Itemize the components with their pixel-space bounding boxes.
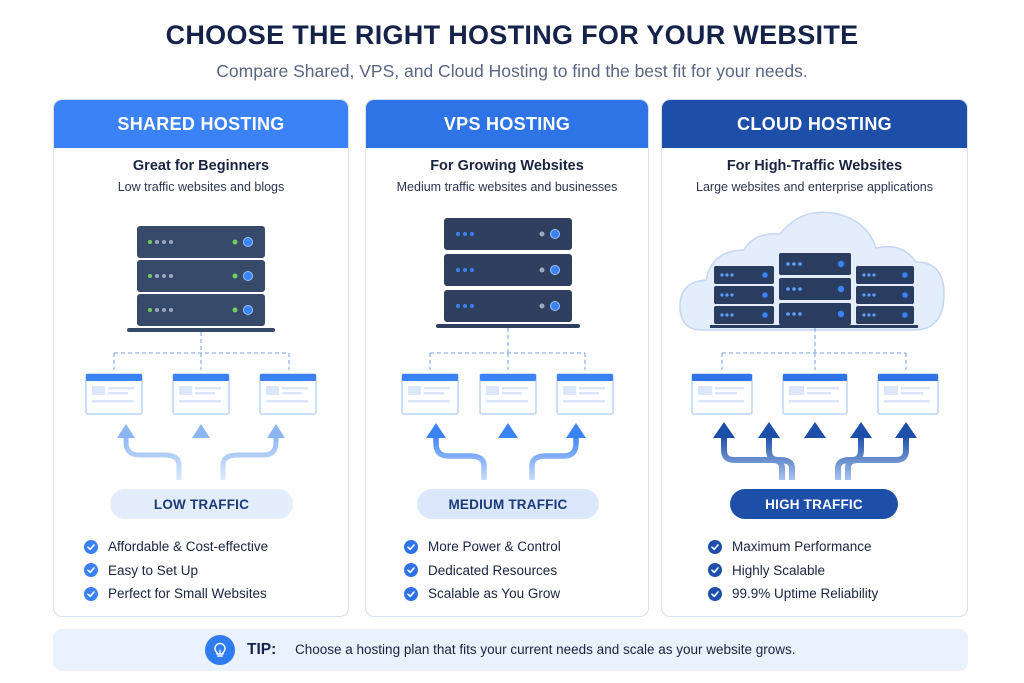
feature-label: More Power & Control bbox=[428, 539, 561, 555]
card-header: VPS HOSTING bbox=[366, 100, 648, 148]
traffic-arrows bbox=[433, 431, 579, 480]
shared-hosting-illustration bbox=[85, 226, 317, 480]
feature-item: Scalable as You Grow bbox=[404, 582, 561, 606]
feature-label: Highly Scalable bbox=[732, 562, 826, 578]
feature-item: Dedicated Resources bbox=[404, 559, 561, 583]
tip-text: Choose a hosting plan that fits your cur… bbox=[295, 642, 796, 657]
card-header: SHARED HOSTING bbox=[54, 100, 348, 148]
tip-label: TIP: bbox=[247, 641, 277, 658]
card-description: Low traffic websites and blogs bbox=[117, 180, 285, 194]
check-icon bbox=[708, 539, 722, 554]
server-rack-icon bbox=[127, 226, 275, 332]
feature-list: Maximum Performance Highly Scalable 99.9… bbox=[708, 535, 878, 606]
arrowhead-icon bbox=[713, 422, 917, 438]
browser-window-icon bbox=[401, 373, 459, 415]
server-rack-icon bbox=[710, 266, 778, 328]
browser-window-icon bbox=[172, 373, 230, 415]
feature-label: Affordable & Cost-effective bbox=[108, 539, 269, 555]
feature-item: Highly Scalable bbox=[708, 559, 878, 583]
arrowhead-icon bbox=[426, 423, 586, 438]
server-rack-icon bbox=[775, 253, 855, 328]
check-icon bbox=[84, 563, 98, 578]
server-rack-icon bbox=[852, 266, 918, 328]
arrowhead-icon bbox=[117, 424, 285, 438]
feature-label: Maximum Performance bbox=[732, 539, 872, 555]
traffic-arrows bbox=[721, 433, 909, 480]
check-icon bbox=[404, 563, 418, 578]
feature-list: More Power & Control Dedicated Resources… bbox=[404, 535, 561, 606]
feature-item: More Power & Control bbox=[404, 535, 561, 559]
feature-item: Maximum Performance bbox=[708, 535, 878, 559]
network-lines bbox=[113, 332, 290, 370]
browser-window-icon bbox=[691, 373, 753, 415]
server-rack-icon bbox=[436, 218, 580, 328]
feature-label: Perfect for Small Websites bbox=[108, 586, 267, 602]
feature-item: Easy to Set Up bbox=[84, 559, 268, 583]
feature-label: Easy to Set Up bbox=[108, 562, 199, 578]
vps-hosting-illustration bbox=[401, 218, 614, 480]
traffic-level-badge: MEDIUM TRAFFIC bbox=[417, 489, 599, 519]
card-cloud-hosting: CLOUD HOSTING For High-Traffic Websites … bbox=[661, 99, 968, 617]
check-icon bbox=[708, 586, 722, 601]
network-lines bbox=[429, 328, 586, 370]
check-icon bbox=[708, 563, 722, 578]
check-icon bbox=[84, 539, 98, 554]
browser-window-icon bbox=[782, 373, 848, 415]
feature-item: 99.9% Uptime Reliability bbox=[708, 582, 878, 606]
browser-window-icon bbox=[556, 373, 614, 415]
feature-label: Scalable as You Grow bbox=[428, 586, 561, 602]
lightbulb-icon bbox=[205, 635, 235, 665]
feature-label: 99.9% Uptime Reliability bbox=[732, 586, 879, 602]
tip-bar: TIP: Choose a hosting plan that fits you… bbox=[53, 629, 968, 671]
card-header: CLOUD HOSTING bbox=[662, 100, 967, 148]
card-subhead: For High-Traffic Websites bbox=[726, 158, 903, 174]
card-vps-hosting: VPS HOSTING For Growing Websites Medium … bbox=[365, 99, 649, 617]
traffic-level-badge: HIGH TRAFFIC bbox=[730, 489, 898, 519]
page-title: CHOOSE THE RIGHT HOSTING FOR YOUR WEBSIT… bbox=[165, 20, 859, 50]
page-subtitle: Compare Shared, VPS, and Cloud Hosting t… bbox=[216, 61, 808, 81]
traffic-arrows bbox=[123, 431, 279, 480]
feature-label: Dedicated Resources bbox=[428, 562, 558, 578]
check-icon bbox=[404, 586, 418, 601]
browser-window-icon bbox=[85, 373, 143, 415]
check-icon bbox=[404, 539, 418, 554]
check-icon bbox=[84, 586, 98, 601]
feature-list: Affordable & Cost-effective Easy to Set … bbox=[84, 535, 268, 606]
card-subhead: Great for Beginners bbox=[132, 158, 270, 174]
card-subhead: For Growing Websites bbox=[430, 158, 584, 174]
feature-item: Affordable & Cost-effective bbox=[84, 535, 268, 559]
card-description: Medium traffic websites and businesses bbox=[396, 180, 618, 194]
feature-item: Perfect for Small Websites bbox=[84, 582, 268, 606]
network-lines bbox=[721, 328, 907, 370]
traffic-level-badge: LOW TRAFFIC bbox=[110, 489, 293, 519]
browser-window-icon bbox=[479, 373, 537, 415]
cloud-hosting-illustration bbox=[679, 211, 945, 480]
browser-window-icon bbox=[877, 373, 939, 415]
browser-window-icon bbox=[259, 373, 317, 415]
card-description: Large websites and enterprise applicatio… bbox=[696, 180, 933, 194]
card-shared-hosting: SHARED HOSTING Great for Beginners Low t… bbox=[53, 99, 349, 617]
